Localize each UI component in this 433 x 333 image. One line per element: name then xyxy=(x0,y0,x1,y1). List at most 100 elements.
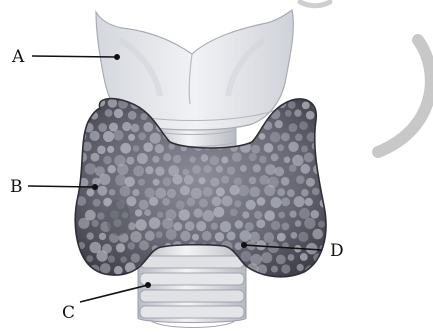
follicle xyxy=(194,208,203,217)
follicle xyxy=(222,196,233,207)
follicle xyxy=(259,133,266,140)
follicle xyxy=(144,209,151,216)
follicle xyxy=(145,188,155,198)
follicle xyxy=(289,123,298,132)
follicle xyxy=(139,200,149,210)
follicle xyxy=(311,210,320,219)
follicle xyxy=(125,177,135,187)
follicle xyxy=(241,251,252,262)
follicle xyxy=(249,153,257,161)
follicle xyxy=(210,178,219,187)
follicle xyxy=(261,252,272,263)
follicle xyxy=(179,209,190,220)
follicle xyxy=(211,223,218,230)
follicle xyxy=(312,142,320,150)
follicle xyxy=(163,177,172,186)
follicle xyxy=(90,131,100,141)
label-c: C xyxy=(62,303,75,323)
follicle xyxy=(210,156,220,166)
follicle xyxy=(230,209,238,217)
follicle xyxy=(189,156,195,162)
follicle xyxy=(294,196,305,207)
follicle xyxy=(300,164,310,174)
follicle xyxy=(135,219,146,230)
follicle xyxy=(221,157,228,164)
follicle xyxy=(235,220,243,228)
follicle xyxy=(162,218,173,229)
follicle xyxy=(232,152,242,162)
follicle xyxy=(202,231,212,241)
follicle xyxy=(247,263,259,275)
pointer-b xyxy=(28,186,94,187)
follicle xyxy=(143,122,153,132)
follicle xyxy=(276,255,286,265)
follicle xyxy=(299,208,310,219)
follicle xyxy=(235,242,243,250)
follicle xyxy=(281,198,290,207)
follicle xyxy=(133,145,140,152)
follicle xyxy=(264,210,275,221)
follicle xyxy=(99,233,106,240)
follicle xyxy=(249,177,257,185)
follicle xyxy=(220,221,231,232)
follicle xyxy=(145,166,153,174)
follicle xyxy=(86,255,93,262)
follicle xyxy=(277,188,285,196)
follicle xyxy=(116,243,125,252)
watermark-arc xyxy=(378,40,431,152)
follicle xyxy=(304,153,314,163)
follicle xyxy=(78,218,89,229)
follicle xyxy=(128,134,135,141)
follicle xyxy=(150,133,161,144)
follicle xyxy=(113,130,124,141)
follicle xyxy=(184,175,194,185)
follicle xyxy=(99,174,110,185)
follicle xyxy=(139,240,149,250)
follicle xyxy=(85,163,96,174)
follicle xyxy=(167,189,176,198)
follicle xyxy=(133,166,144,177)
follicle xyxy=(264,232,275,243)
follicle xyxy=(153,179,160,186)
follicle xyxy=(319,155,328,164)
follicle xyxy=(215,232,224,241)
follicle xyxy=(216,187,225,196)
follicle xyxy=(300,253,308,261)
follicle xyxy=(299,121,308,130)
follicle xyxy=(271,266,278,273)
follicle xyxy=(264,185,275,196)
follicle xyxy=(234,177,242,185)
follicle xyxy=(199,177,206,184)
follicle xyxy=(109,123,118,132)
follicle xyxy=(278,212,285,219)
follicle xyxy=(203,210,215,222)
follicle xyxy=(292,155,303,166)
follicle xyxy=(282,223,290,231)
follicle xyxy=(312,229,323,240)
label-b: B xyxy=(10,177,23,197)
follicle xyxy=(140,113,147,120)
follicle xyxy=(108,255,115,262)
follicle xyxy=(199,199,208,208)
follicle xyxy=(240,165,247,172)
follicle xyxy=(91,153,100,162)
follicle xyxy=(204,165,212,173)
follicle xyxy=(156,231,163,238)
follicle xyxy=(201,154,209,162)
follicle xyxy=(187,198,196,207)
follicle xyxy=(294,109,301,116)
follicle xyxy=(312,188,320,196)
follicle xyxy=(221,176,229,184)
follicle xyxy=(288,101,296,109)
follicle xyxy=(240,230,251,241)
follicle xyxy=(185,221,195,231)
follicle xyxy=(131,253,140,262)
follicle xyxy=(155,167,164,176)
follicle xyxy=(196,221,206,231)
follicle xyxy=(313,99,324,110)
follicle xyxy=(298,232,308,242)
follicle xyxy=(115,174,126,185)
follicle xyxy=(289,165,297,173)
follicle xyxy=(105,109,113,117)
follicle xyxy=(96,250,107,261)
